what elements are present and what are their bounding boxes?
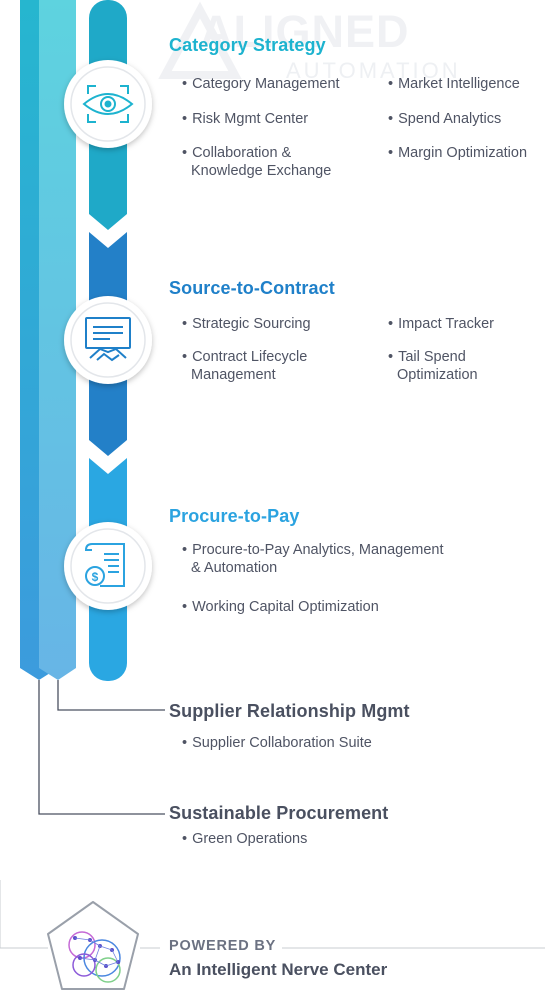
section-title-sustainable-procurement: Sustainable Procurement [169,803,389,823]
list-item: •Green Operations [182,831,308,847]
section-title-category-strategy: Category Strategy [169,35,326,55]
list-item: •Category Management [182,76,340,92]
list-item: •Collaboration & [182,145,292,161]
list-item: •Impact Tracker [388,316,494,332]
list-item: •Supplier Collaboration Suite [182,735,372,751]
footer-tagline: An Intelligent Nerve Center [169,960,388,979]
connector-sustainable [38,680,165,815]
contract-handshake-icon [85,317,131,362]
list-item: •Procure-to-Pay Analytics, Management [182,542,444,558]
section-title-procure-to-pay: Procure-to-Pay [169,506,300,526]
list-item: •Margin Optimization [388,145,528,161]
connector-srm [57,680,165,711]
list-item: •Tail Spend [388,349,466,365]
list-item: •Contract Lifecycle [182,349,308,365]
list-item: •Risk Mgmt Center [182,111,309,127]
powered-by-label: POWERED BY [169,938,277,954]
list-item-continuation: Management [191,367,276,383]
footer-frame [0,880,545,949]
svg-text:$: $ [92,570,99,584]
eye-scan-icon [82,85,134,123]
list-item-continuation: & Automation [191,560,278,576]
watermark-sub: AUTOMATION [286,58,461,83]
list-item: •Market Intelligence [388,76,520,92]
list-item: •Spend Analytics [388,111,502,127]
watermark-logo: ALIGNED [200,6,410,58]
section-title-supplier-relationship: Supplier Relationship Mgmt [169,701,410,721]
neural-network-icon [47,901,139,990]
list-item-continuation: Optimization [397,367,478,383]
list-item: •Strategic Sourcing [182,316,311,332]
section-title-source-to-contract: Source-to-Contract [169,278,335,298]
watermark-brand: ALIGNED [200,6,410,57]
list-item-continuation: Knowledge Exchange [191,163,332,179]
list-item: •Working Capital Optimization [182,599,379,615]
left-ribbon-inner [39,0,76,680]
invoice-dollar-icon: $ [84,543,125,587]
